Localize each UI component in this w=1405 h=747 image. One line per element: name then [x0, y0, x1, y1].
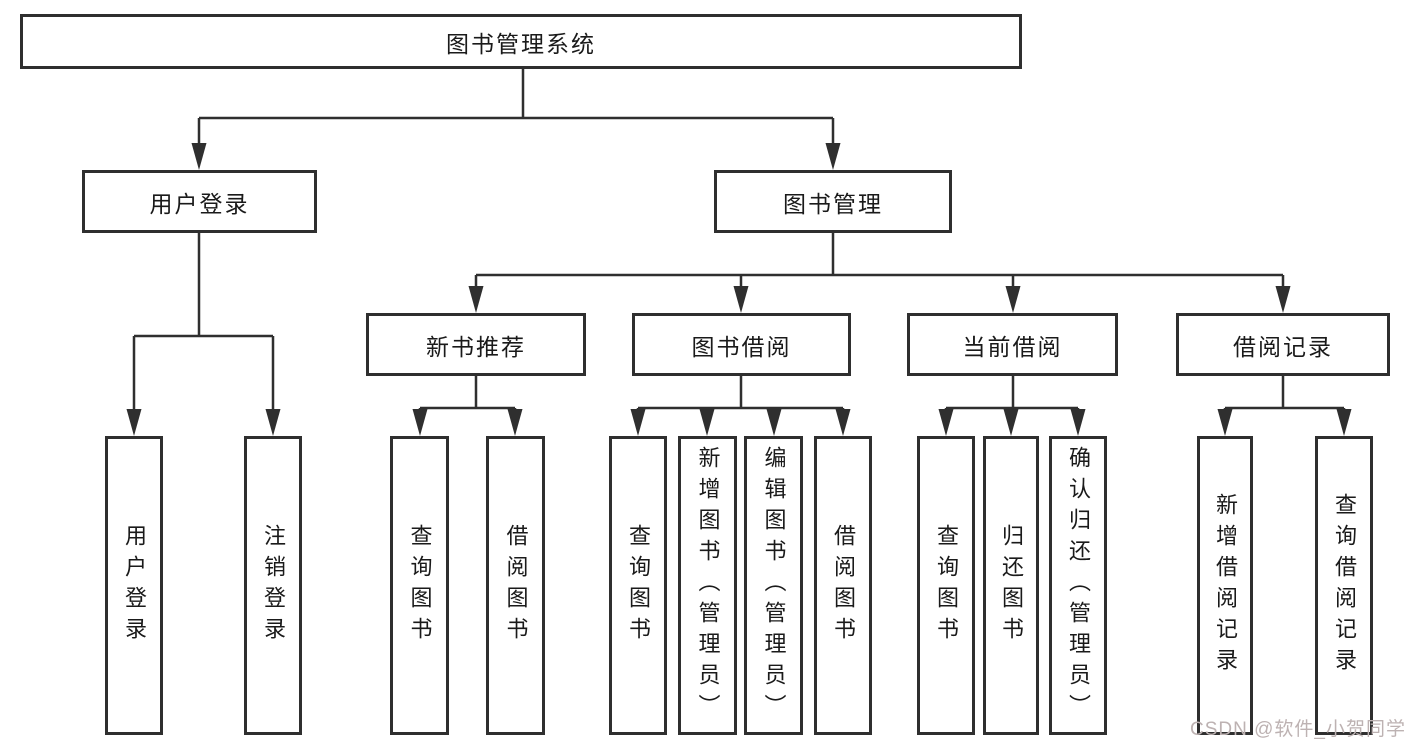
leaf-current-return-books-label: 归还图书 — [999, 523, 1024, 648]
leaf-borrowing-query-books-label: 查询图书 — [626, 523, 651, 648]
node-user-login: 用户登录 — [82, 170, 317, 233]
leaf-borrowing-query-books: 查询图书 — [609, 436, 667, 735]
leaf-borrowing-add-books-admin-label: 新增图书（管理员） — [695, 446, 721, 725]
leaf-current-return-books: 归还图书 — [983, 436, 1039, 735]
node-current-borrowing-label: 当前借阅 — [962, 333, 1063, 360]
leaf-borrowing-add-books-admin: 新增图书（管理员） — [678, 436, 737, 735]
node-borrowing-records: 借阅记录 — [1176, 313, 1390, 376]
leaf-current-query-books: 查询图书 — [917, 436, 975, 735]
node-book-management-label: 图书管理 — [783, 190, 883, 217]
leaf-records-add-record-label: 新增借阅记录 — [1213, 492, 1238, 679]
leaf-borrowing-borrow-books: 借阅图书 — [814, 436, 872, 735]
node-borrowing-records-label: 借阅记录 — [1233, 333, 1333, 360]
node-new-book-recommend: 新书推荐 — [366, 313, 586, 376]
node-book-borrowing-label: 图书借阅 — [691, 333, 792, 360]
arrowheads — [126, 143, 1352, 436]
leaf-user-login-label: 用户登录 — [122, 523, 147, 648]
leaf-user-login: 用户登录 — [105, 436, 163, 735]
node-book-borrowing: 图书借阅 — [632, 313, 851, 376]
leaf-records-add-record: 新增借阅记录 — [1197, 436, 1253, 735]
leaf-records-query-record: 查询借阅记录 — [1315, 436, 1373, 735]
leaf-recommend-borrow-books: 借阅图书 — [486, 436, 545, 735]
leaf-records-query-record-label: 查询借阅记录 — [1332, 492, 1357, 679]
node-new-book-recommend-label: 新书推荐 — [426, 333, 526, 360]
leaf-logout-label: 注销登录 — [261, 523, 286, 648]
node-user-login-label: 用户登录 — [149, 190, 250, 217]
leaf-recommend-borrow-books-label: 借阅图书 — [503, 523, 529, 648]
leaf-recommend-query-books-label: 查询图书 — [407, 523, 433, 648]
leaf-current-confirm-return-admin: 确认归还（管理员） — [1049, 436, 1107, 735]
leaf-current-query-books-label: 查询图书 — [934, 523, 959, 648]
leaf-borrowing-edit-books-admin-label: 编辑图书（管理员） — [761, 446, 787, 725]
leaf-current-confirm-return-admin-label: 确认归还（管理员） — [1066, 446, 1091, 725]
leaf-borrowing-edit-books-admin: 编辑图书（管理员） — [744, 436, 803, 735]
node-book-management: 图书管理 — [714, 170, 952, 233]
leaf-logout: 注销登录 — [244, 436, 302, 735]
leaf-recommend-query-books: 查询图书 — [390, 436, 449, 735]
node-current-borrowing: 当前借阅 — [907, 313, 1118, 376]
csdn-watermark: CSDN @软件_小贺同学 — [1190, 719, 1405, 740]
leaf-borrowing-borrow-books-label: 借阅图书 — [831, 523, 856, 648]
node-root-label: 图书管理系统 — [446, 30, 596, 57]
node-root-system: 图书管理系统 — [20, 14, 1022, 69]
